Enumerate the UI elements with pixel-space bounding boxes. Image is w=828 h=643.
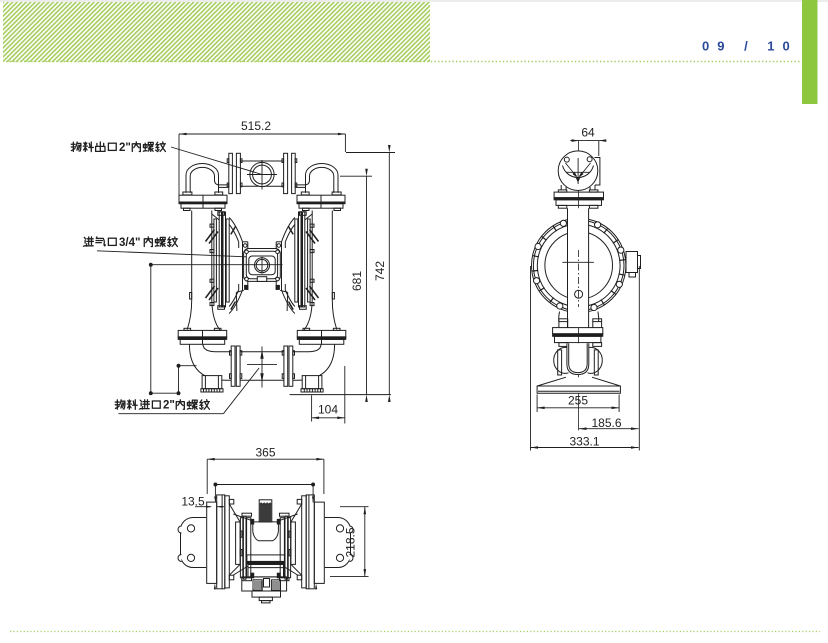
- svg-text:2": 2": [119, 142, 131, 154]
- svg-text:255: 255: [568, 394, 588, 408]
- svg-text:681: 681: [350, 271, 364, 291]
- svg-text:742: 742: [373, 261, 387, 281]
- svg-text:64: 64: [581, 126, 595, 140]
- svg-text:13.5: 13.5: [181, 495, 205, 509]
- svg-text:2": 2": [163, 400, 175, 412]
- svg-text:3/4": 3/4": [119, 237, 140, 249]
- svg-text:365: 365: [255, 446, 275, 460]
- svg-text:104: 104: [318, 403, 338, 417]
- svg-text:218.5: 218.5: [344, 527, 358, 557]
- svg-text:185.6: 185.6: [591, 416, 621, 430]
- svg-text:09 / 10: 09 / 10: [702, 39, 798, 54]
- svg-text:515.2: 515.2: [241, 119, 271, 133]
- svg-text:333.1: 333.1: [569, 435, 599, 449]
